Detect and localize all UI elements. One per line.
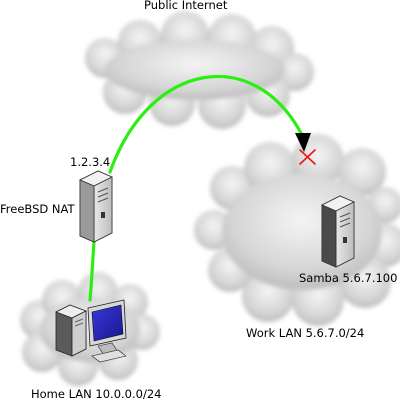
connection-arc: [108, 74, 304, 174]
internet-cloud: [85, 11, 314, 129]
samba-label: Samba 5.6.7.100: [299, 271, 397, 285]
nat-ip-label: 1.2.3.4: [70, 155, 110, 169]
arrow-head-icon: [295, 133, 311, 152]
nat-server-icon: [79, 170, 113, 243]
workstation-icon: [55, 299, 127, 363]
internet-label: Public Internet: [144, 0, 228, 12]
red-x-icon: [299, 149, 316, 165]
work-lan-cloud: [194, 134, 400, 326]
home-lan-label: Home LAN 10.0.0.0/24: [31, 387, 161, 400]
nat-name-label: FreeBSD NAT: [0, 202, 75, 216]
work-lan-label: Work LAN 5.6.7.0/24: [246, 326, 364, 340]
samba-server-icon: [321, 195, 355, 268]
